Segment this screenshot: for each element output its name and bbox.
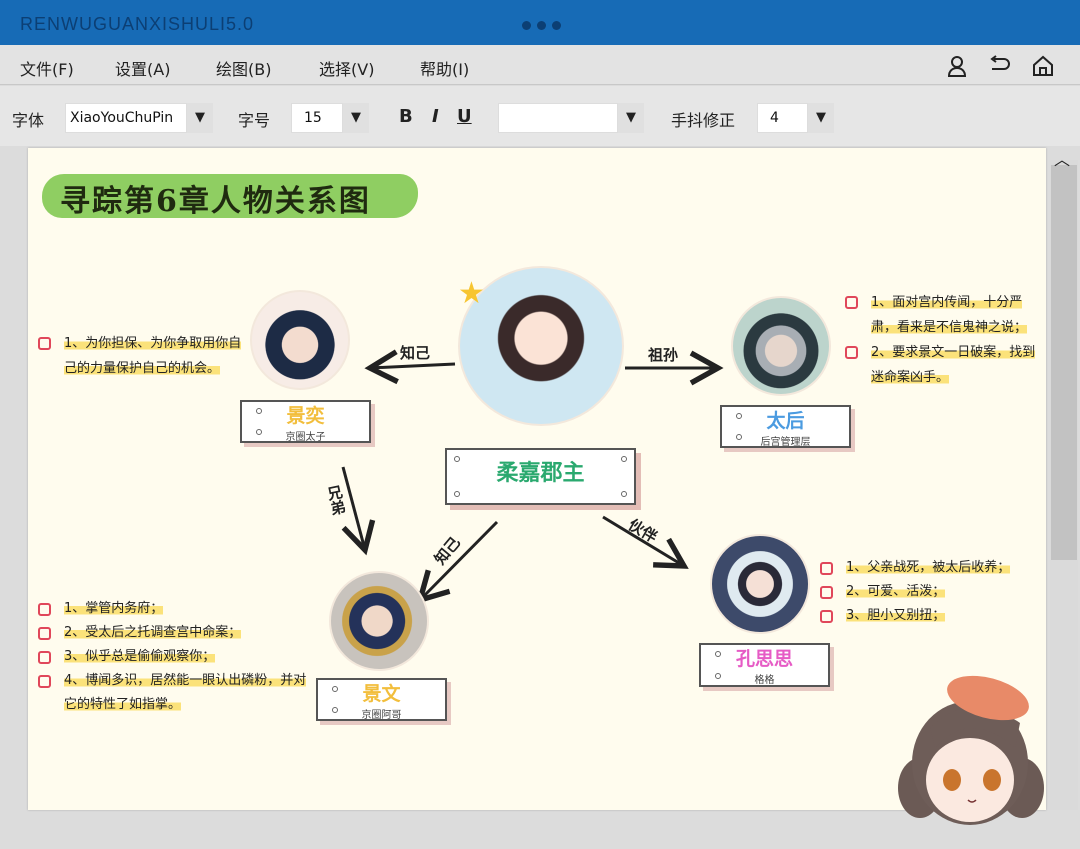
person-card[interactable]: 景奕 京圈太子: [240, 400, 371, 443]
italic-button[interactable]: I: [432, 106, 439, 127]
color-select[interactable]: [498, 103, 618, 133]
avatar-kong-si-si[interactable]: [710, 534, 810, 634]
font-select[interactable]: XiaoYouChuPin: [65, 103, 187, 133]
person-role: 后宫管理层: [760, 437, 811, 448]
note-text: 2、要求景文一日破案，找到迷命案凶手。: [871, 345, 1036, 385]
underline-button[interactable]: U: [457, 106, 472, 127]
notes-kong-si-si: 1、父亲战死，被太后收养； 2、可爱、活泼； 3、胆小又别扭；: [820, 556, 1050, 628]
center-name: 柔嘉郡主: [496, 461, 585, 486]
note-text: 2、受太后之托调查宫中命案；: [64, 625, 242, 640]
checkbox[interactable]: [38, 627, 51, 640]
jitter-label: 手抖修正: [671, 111, 736, 130]
checkbox[interactable]: [820, 586, 833, 599]
note-text: 1、为你担保、为你争取用你自己的力量保护自己的机会。: [64, 336, 242, 376]
checkbox[interactable]: [845, 296, 858, 309]
checkbox[interactable]: [38, 337, 51, 350]
notes-jing-yi: 1、为你担保、为你争取用你自己的力量保护自己的机会。: [38, 331, 253, 381]
user-icon[interactable]: [946, 55, 968, 82]
checkbox[interactable]: [845, 346, 858, 359]
checkbox[interactable]: [820, 610, 833, 623]
person-card[interactable]: 太后 后宫管理层: [720, 405, 851, 448]
person-role: 格格: [754, 675, 775, 686]
arrow-huoban: [602, 515, 689, 569]
more-dot[interactable]: [522, 21, 531, 30]
more-dot[interactable]: [537, 21, 546, 30]
size-label: 字号: [238, 111, 271, 130]
person-name: 景文: [362, 683, 401, 705]
color-dropdown-arrow[interactable]: ▼: [618, 103, 644, 133]
undo-icon[interactable]: [988, 55, 1012, 82]
menu-help[interactable]: 帮助(I): [420, 60, 470, 79]
scrollbar-thumb[interactable]: [1051, 165, 1077, 560]
avatar-jing-yi[interactable]: [250, 290, 350, 390]
avatar-tai-hou[interactable]: [731, 296, 831, 396]
relation-label: 知己: [400, 344, 431, 362]
more-dot[interactable]: [552, 21, 561, 30]
person-name: 景奕: [286, 405, 325, 427]
person-card[interactable]: 景文 京圈阿哥: [316, 678, 447, 721]
person-name: 孔思思: [735, 648, 793, 670]
jitter-dropdown-arrow[interactable]: ▼: [808, 103, 834, 133]
title-highlight: [42, 174, 418, 218]
menu-settings[interactable]: 设置(A): [115, 60, 171, 79]
note-text: 3、似乎总是偷偷观察你；: [64, 649, 216, 664]
bold-button[interactable]: B: [399, 106, 413, 127]
notes-jing-wen: 1、掌管内务府； 2、受太后之托调查宫中命案； 3、似乎总是偷偷观察你； 4、博…: [38, 597, 318, 717]
note-text: 1、面对宫内传闻，十分严肃，看来是不信鬼神之说；: [871, 295, 1028, 335]
star-icon: ★: [458, 276, 485, 311]
note-text: 4、博闻多识，居然能一眼认出磷粉，并对它的特性了如指掌。: [64, 673, 307, 712]
menu-bar: 文件(F) 设置(A) 绘图(B) 选择(V) 帮助(I): [0, 45, 1080, 85]
note-text: 2、可爱、活泼；: [846, 584, 946, 599]
menu-draw[interactable]: 绘图(B): [216, 60, 272, 79]
diagram-title: 寻踪第6章人物关系图: [60, 184, 371, 219]
notes-tai-hou: 1、面对宫内传闻，十分严肃，看来是不信鬼神之说； 2、要求景文一日破案，找到迷命…: [845, 290, 1045, 390]
avatar-jing-wen[interactable]: [329, 571, 429, 671]
menu-file[interactable]: 文件(F): [20, 60, 74, 79]
size-select[interactable]: 15: [291, 103, 343, 133]
checkbox[interactable]: [38, 675, 51, 688]
arrow-zhiji-jingwen: [416, 520, 499, 604]
checkbox[interactable]: [820, 562, 833, 575]
format-toolbar: 字体 XiaoYouChuPin ▼ 字号 15 ▼ B I U ▼ 手抖修正 …: [0, 86, 1080, 146]
font-label: 字体: [12, 111, 45, 130]
home-icon[interactable]: [1032, 55, 1054, 82]
size-dropdown-arrow[interactable]: ▼: [343, 103, 369, 133]
app-title: RENWUGUANXISHULI5.0: [20, 14, 255, 34]
menu-select[interactable]: 选择(V): [319, 60, 375, 79]
note-text: 3、胆小又别扭；: [846, 608, 946, 623]
checkbox[interactable]: [38, 603, 51, 616]
jitter-select[interactable]: 4: [757, 103, 808, 133]
avatar-rou-jia[interactable]: [458, 266, 624, 426]
person-role: 京圈太子: [285, 432, 326, 443]
note-text: 1、父亲战死，被太后收养；: [846, 560, 1011, 575]
arrow-xiongdi: [341, 466, 376, 556]
person-name: 太后: [766, 410, 805, 432]
font-dropdown-arrow[interactable]: ▼: [187, 103, 213, 133]
relation-label: 祖孙: [648, 346, 679, 364]
person-card[interactable]: 孔思思 格格: [699, 643, 830, 687]
mascot-character-illustration: [898, 675, 1044, 825]
person-role: 京圈阿哥: [361, 710, 402, 721]
note-text: 1、掌管内务府；: [64, 601, 164, 616]
scroll-up-icon[interactable]: ︿: [1054, 150, 1071, 169]
arrow-zhiji-jingyi: [364, 349, 456, 385]
checkbox[interactable]: [38, 651, 51, 664]
center-name-card[interactable]: 柔嘉郡主: [445, 448, 636, 505]
